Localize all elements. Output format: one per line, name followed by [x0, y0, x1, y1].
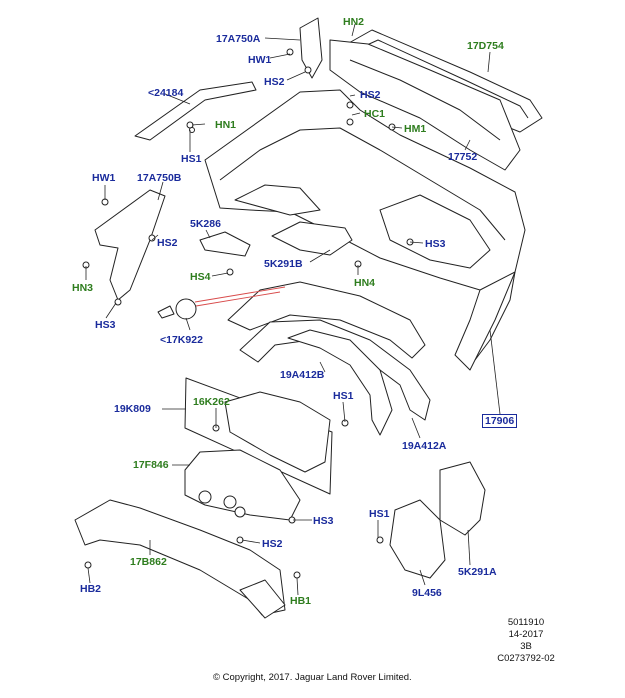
lower-valance — [227, 281, 426, 359]
upper-panel-detail — [349, 59, 501, 141]
label-24184[interactable]: <24184 — [148, 87, 184, 99]
deflector-5k291b — [271, 221, 353, 256]
label-17a750b[interactable]: 17A750B — [137, 172, 182, 184]
label-19a412b[interactable]: 19A412B — [280, 369, 325, 381]
bumper-cover-cutout2 — [234, 184, 321, 216]
label-hs2-mid[interactable]: HS2 — [360, 89, 381, 101]
sensor-location-lines — [194, 286, 286, 307]
label-hn2-top[interactable]: HN2 — [343, 16, 365, 28]
label-17k922[interactable]: <17K922 — [160, 334, 203, 346]
label-hs4[interactable]: HS4 — [190, 271, 211, 283]
meta-line-3: 3B — [520, 641, 532, 652]
grille-16k262 — [224, 391, 331, 473]
label-17906[interactable]: 17906 — [482, 414, 518, 428]
beam-flange — [239, 579, 286, 619]
meta-line-4: C0273792-02 — [497, 653, 555, 664]
bracket-24184 — [134, 81, 257, 141]
label-hc1[interactable]: HC1 — [364, 108, 386, 120]
label-19a412a[interactable]: 19A412A — [402, 440, 447, 452]
bracket-17a750a — [299, 17, 323, 79]
copyright-text: © Copyright, 2017. Jaguar Land Rover Lim… — [213, 672, 412, 683]
upper-panel-17752 — [329, 39, 521, 171]
label-16k262[interactable]: 16K262 — [193, 396, 230, 408]
bracket-17a750b — [94, 189, 166, 301]
label-hw1-left[interactable]: HW1 — [92, 172, 116, 184]
meta-line-2: 14-2017 — [508, 629, 544, 640]
label-hs3-left[interactable]: HS3 — [95, 319, 116, 331]
label-17a750a[interactable]: 17A750A — [216, 33, 261, 45]
label-17752[interactable]: 17752 — [448, 151, 478, 163]
label-17f846[interactable]: 17F846 — [133, 459, 169, 471]
label-hb1[interactable]: HB1 — [290, 595, 312, 607]
label-hs1-right[interactable]: HS1 — [369, 508, 390, 520]
label-hn4[interactable]: HN4 — [354, 277, 376, 289]
label-5k286[interactable]: 5K286 — [190, 218, 221, 230]
label-hb2[interactable]: HB2 — [80, 583, 102, 595]
meta-line-1: 5011910 — [507, 617, 545, 628]
label-9l456[interactable]: 9L456 — [412, 587, 442, 599]
label-17d754[interactable]: 17D754 — [467, 40, 504, 52]
label-hs3-bottom[interactable]: HS3 — [313, 515, 334, 527]
panel-17f846 — [184, 449, 301, 521]
label-hn3[interactable]: HN3 — [72, 282, 94, 294]
leader-lines — [85, 23, 501, 596]
label-hw1-top[interactable]: HW1 — [248, 54, 272, 66]
bracket-5k291a — [439, 461, 486, 536]
label-hs2-left[interactable]: HS2 — [157, 237, 178, 249]
label-hn1[interactable]: HN1 — [215, 119, 237, 131]
label-hs2-top[interactable]: HS2 — [264, 76, 285, 88]
label-hs1-mid[interactable]: HS1 — [333, 390, 354, 402]
label-5k291a[interactable]: 5K291A — [458, 566, 497, 578]
clip-5k286 — [199, 231, 251, 257]
bumper-cover-lower — [474, 271, 516, 361]
bumper-cover-rib — [219, 127, 506, 241]
label-hs1-left[interactable]: HS1 — [181, 153, 202, 165]
sensor-clip — [157, 305, 175, 319]
trim-19a412a — [287, 329, 393, 436]
label-5k291b[interactable]: 5K291B — [264, 258, 303, 270]
label-hs3-right[interactable]: HS3 — [425, 238, 446, 250]
label-19k809[interactable]: 19K809 — [114, 403, 151, 415]
label-17b862[interactable]: 17B862 — [130, 556, 167, 568]
meta-reference: 5011910 14-2017 3B C0273792-02 — [496, 617, 556, 665]
label-hs2-bottom[interactable]: HS2 — [262, 538, 283, 550]
label-hm1[interactable]: HM1 — [404, 123, 427, 135]
bumper-cover-17906 — [204, 89, 526, 371]
sensor-17k922 — [175, 298, 197, 320]
bumper-cover-cutout — [379, 194, 491, 269]
bracket-9l456 — [389, 499, 446, 579]
